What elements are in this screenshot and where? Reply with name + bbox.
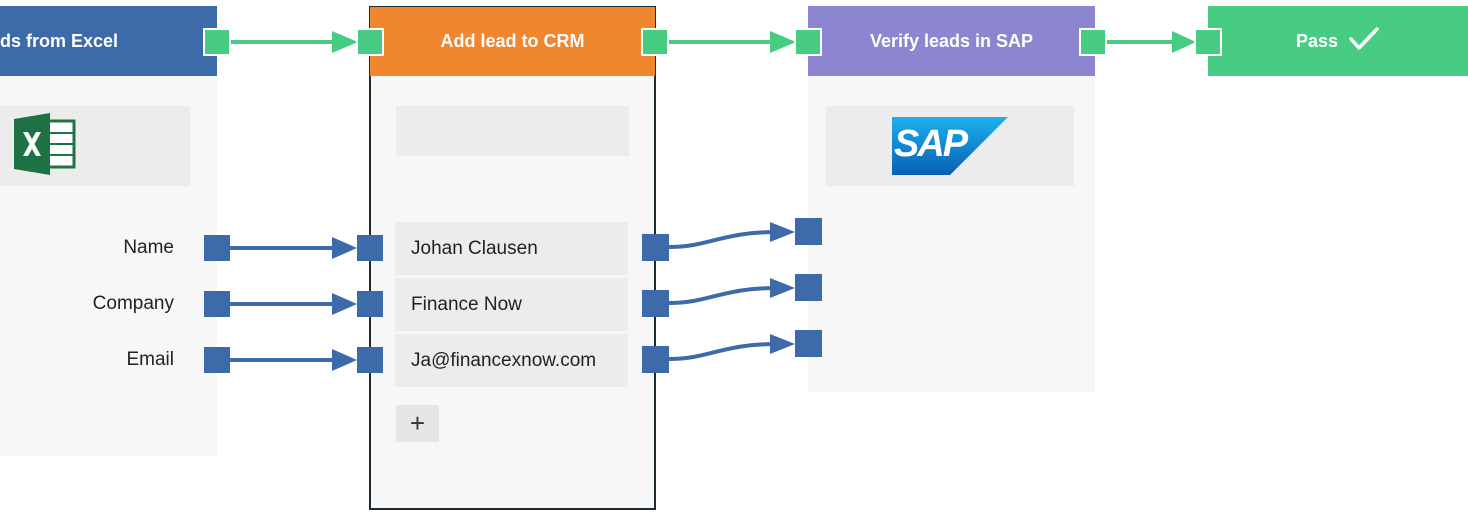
field-wire-name[interactable] bbox=[230, 237, 357, 259]
excel-logo-box bbox=[0, 106, 190, 186]
field-wire-crm-sap-2[interactable] bbox=[668, 278, 795, 305]
add-field-button[interactable]: + bbox=[396, 405, 439, 442]
pass-flow-in-port[interactable] bbox=[1194, 28, 1222, 56]
field-wire-email[interactable] bbox=[230, 349, 357, 371]
crm-flow-out-port[interactable] bbox=[641, 28, 669, 56]
excel-company-port[interactable] bbox=[204, 291, 230, 317]
sap-logo-text: SAP bbox=[894, 123, 968, 165]
crm-email-in-port[interactable] bbox=[357, 347, 383, 373]
excel-field-company: Company bbox=[92, 293, 174, 314]
crm-value-name[interactable]: Johan Clausen bbox=[395, 222, 628, 275]
sap-logo-box: SAP bbox=[826, 106, 1074, 186]
excel-email-port[interactable] bbox=[204, 347, 230, 373]
pass-node-title: Pass bbox=[1295, 30, 1339, 51]
sap-node-title: Verify leads in SAP bbox=[869, 30, 1034, 51]
pass-node-header[interactable]: Pass bbox=[1208, 6, 1468, 76]
flow-connector-excel-crm[interactable] bbox=[230, 31, 358, 53]
crm-value-company[interactable]: Finance Now bbox=[395, 278, 628, 331]
crm-flow-in-port[interactable] bbox=[356, 28, 384, 56]
crm-company-out-port[interactable] bbox=[642, 290, 669, 317]
check-icon bbox=[1348, 26, 1380, 57]
field-wire-crm-sap-3[interactable] bbox=[668, 334, 795, 361]
sap-logo-icon: SAP bbox=[892, 117, 1008, 175]
flow-connector-crm-sap[interactable] bbox=[669, 31, 796, 53]
crm-empty-slot bbox=[396, 106, 629, 156]
excel-icon bbox=[12, 112, 76, 180]
sap-node-header[interactable]: Verify leads in SAP bbox=[808, 6, 1095, 76]
crm-value-email[interactable]: Ja@financexnow.com bbox=[395, 334, 628, 387]
sap-field-in-port-1[interactable] bbox=[795, 218, 822, 245]
excel-flow-out-port[interactable] bbox=[203, 28, 231, 56]
excel-field-name: Name bbox=[123, 237, 174, 258]
excel-node-title: ds from Excel bbox=[0, 30, 119, 51]
crm-node-title: Add lead to CRM bbox=[440, 31, 585, 51]
sap-field-in-port-3[interactable] bbox=[795, 330, 822, 357]
field-wire-company[interactable] bbox=[230, 293, 357, 315]
sap-field-in-port-2[interactable] bbox=[795, 274, 822, 301]
crm-company-in-port[interactable] bbox=[357, 291, 383, 317]
excel-field-email: Email bbox=[126, 349, 174, 370]
crm-name-out-port[interactable] bbox=[642, 234, 669, 261]
crm-node-header[interactable]: Add lead to CRM bbox=[370, 7, 655, 76]
sap-flow-in-port[interactable] bbox=[794, 28, 822, 56]
sap-flow-out-port[interactable] bbox=[1079, 28, 1107, 56]
excel-node-header[interactable]: ds from Excel bbox=[0, 6, 217, 76]
field-wire-crm-sap-1[interactable] bbox=[668, 222, 795, 249]
flow-connector-sap-pass[interactable] bbox=[1106, 31, 1196, 53]
crm-name-in-port[interactable] bbox=[357, 235, 383, 261]
crm-email-out-port[interactable] bbox=[642, 346, 669, 373]
excel-name-port[interactable] bbox=[204, 235, 230, 261]
